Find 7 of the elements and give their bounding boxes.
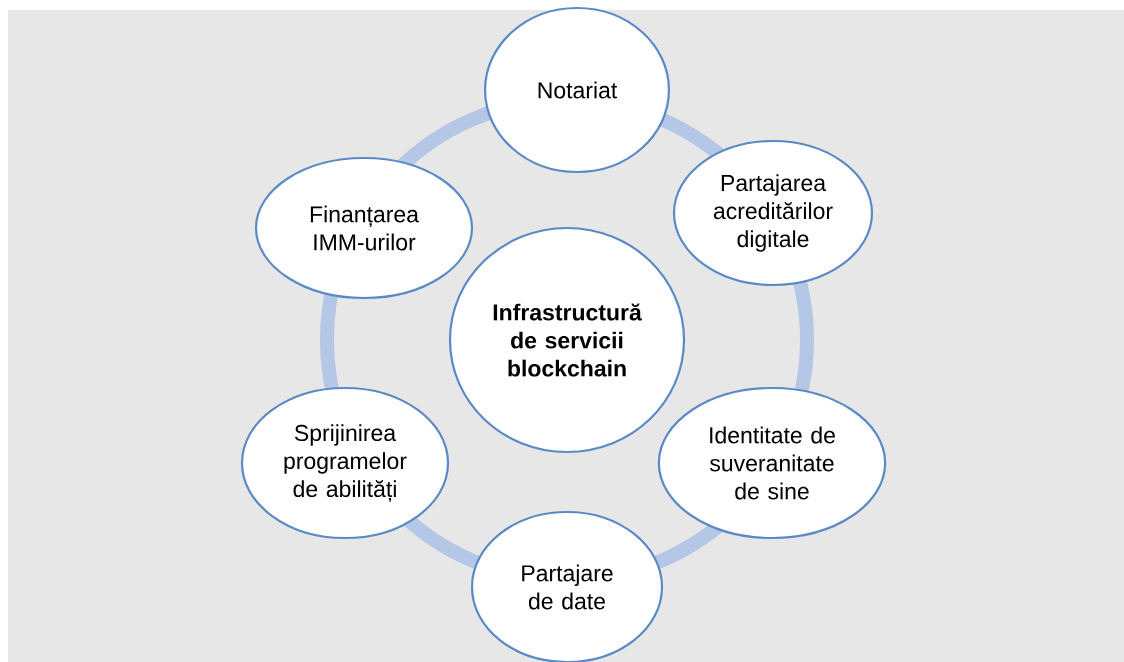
ellipse-node: Notariat xyxy=(483,6,671,174)
ellipse-node: Sprijinirea programelor de abilități xyxy=(240,386,450,540)
ellipse-node: Infrastructură de servicii blockchain xyxy=(448,226,686,454)
ellipse-node: Partajare de date xyxy=(470,510,664,662)
ellipse-node: Finanțarea IMM-urilor xyxy=(254,156,474,300)
ellipse-node: Identitate de suveranitate de sine xyxy=(657,386,887,540)
ellipse-node: Partajarea acreditărilor digitale xyxy=(672,139,874,287)
